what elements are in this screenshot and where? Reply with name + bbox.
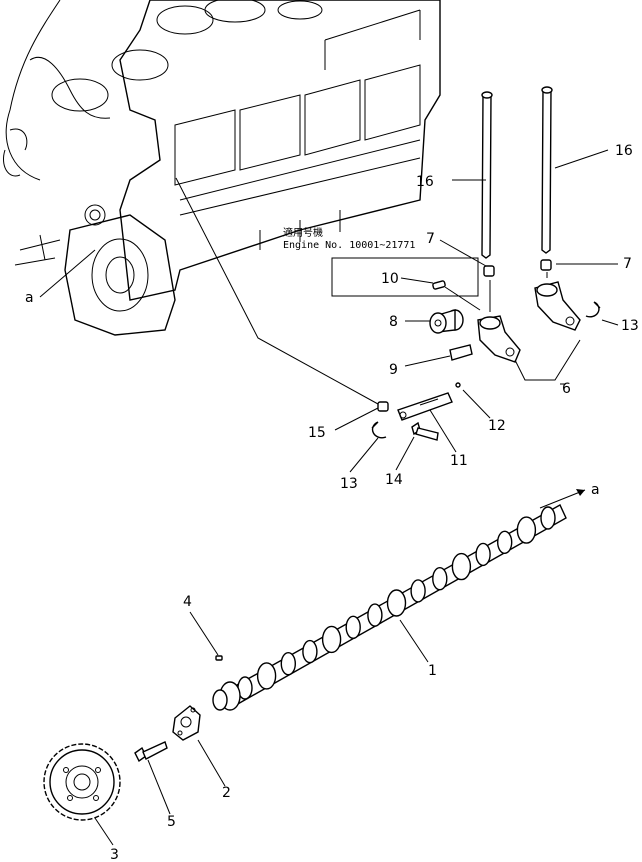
rocker-lever-right	[534, 272, 581, 331]
camshaft-lobe	[540, 506, 556, 530]
engine-block	[3, 0, 441, 336]
tappet-cap-left	[483, 265, 495, 277]
camshaft-lobe	[367, 603, 383, 627]
plug	[377, 401, 389, 412]
push-rod-right	[541, 86, 553, 254]
thrust-plate	[172, 705, 201, 741]
label-part-5: 5	[167, 814, 176, 830]
push-rod-left	[481, 91, 493, 259]
label-part-11: 11	[450, 453, 468, 469]
label-part-12: 12	[488, 418, 506, 434]
label-part-15: 15	[308, 425, 326, 441]
label-part-2: 2	[222, 785, 231, 801]
label-part-4: 4	[183, 594, 192, 610]
label-part-9: 9	[389, 362, 398, 378]
camshaft-lobe	[475, 542, 491, 567]
roller	[429, 309, 464, 334]
label-part-7-right: 7	[623, 256, 632, 272]
label-part-1: 1	[428, 663, 437, 679]
tappet-cap-right	[540, 259, 552, 271]
bolt	[411, 421, 439, 441]
small-pin	[432, 280, 446, 290]
camshaft-lobe	[302, 639, 318, 664]
applicability-note-line2: Engine No. 10001~21771	[283, 240, 415, 251]
applicability-note-line1: 適用号機	[283, 226, 323, 239]
camshaft-lobe	[432, 567, 448, 591]
camshaft-journal	[516, 516, 537, 544]
snap-ring-right	[585, 301, 601, 318]
camshaft-journal	[386, 589, 407, 617]
leader-lines	[39, 149, 619, 846]
reference-label-a-right: a	[591, 482, 600, 498]
label-part-10: 10	[381, 271, 399, 287]
camshaft-journal	[321, 625, 342, 654]
label-part-14: 14	[385, 472, 403, 488]
rocker-lever-left	[477, 280, 521, 363]
label-part-16-left: 16	[416, 174, 434, 190]
ball	[455, 382, 461, 388]
label-part-16-right: 16	[615, 143, 633, 159]
rocker-shaft	[397, 392, 453, 421]
label-part-6: 6	[562, 381, 571, 397]
camshaft-journal	[256, 662, 277, 690]
pin	[449, 344, 473, 361]
camshaft-journal	[451, 552, 472, 581]
label-part-13-right: 13	[621, 318, 639, 334]
camshaft-gear	[43, 743, 121, 821]
key	[215, 655, 223, 661]
camshaft-lobe	[497, 530, 513, 554]
reference-label-a-left: a	[25, 290, 34, 306]
label-part-3: 3	[110, 847, 119, 862]
camshaft-lobe	[345, 615, 361, 639]
label-part-7-left: 7	[426, 231, 435, 247]
label-part-13-left: 13	[340, 476, 358, 492]
label-part-8: 8	[389, 314, 398, 330]
camshaft	[212, 504, 567, 711]
camshaft-lobe	[410, 579, 426, 603]
camshaft-lobe	[280, 652, 296, 676]
cap-screw	[134, 741, 168, 763]
snap-ring-left	[371, 421, 387, 439]
